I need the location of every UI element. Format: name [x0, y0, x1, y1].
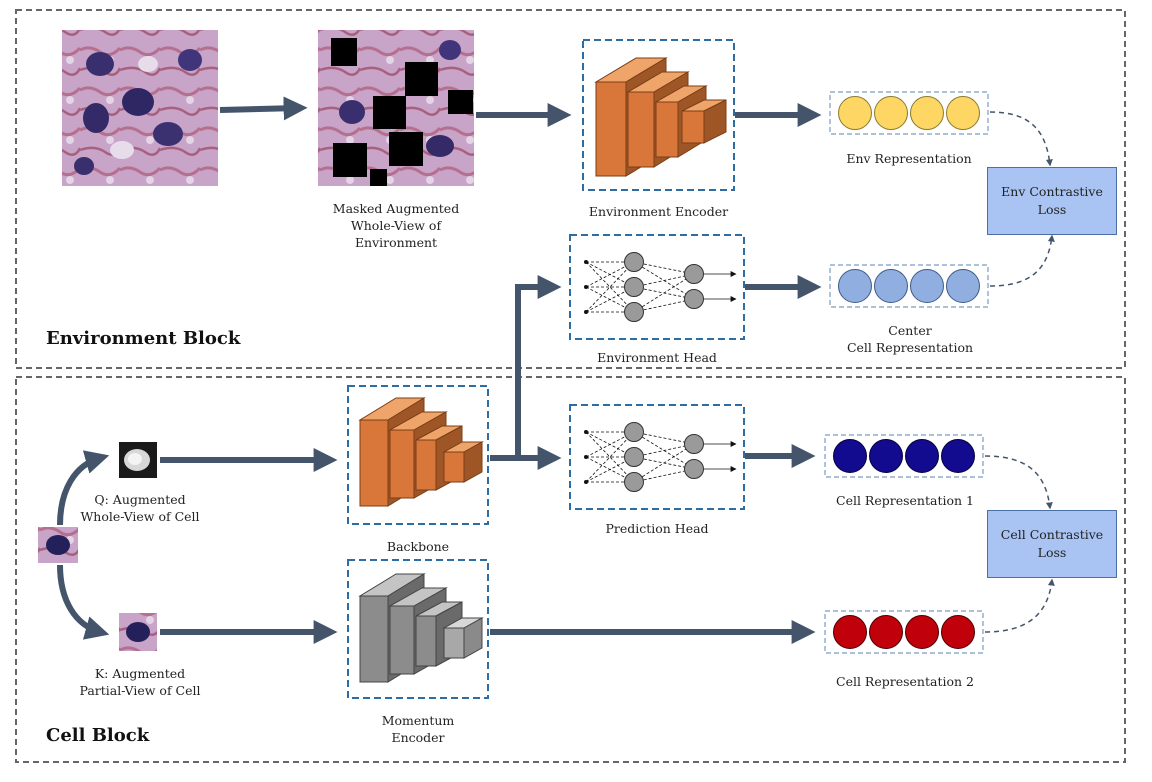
env-representation-unit: [874, 96, 908, 130]
environment-encoder-label: Environment Encoder: [588, 204, 729, 219]
center-representation-box: [829, 264, 989, 308]
prediction-head-nodes: [584, 422, 704, 492]
env-representation-box: [829, 91, 989, 135]
center-representation-unit: [946, 269, 980, 303]
momentum-encoder-icon: [358, 573, 484, 683]
backbone-icon: [358, 397, 484, 507]
backbone-label: Backbone: [386, 539, 450, 554]
cell-block-frame: [15, 376, 1126, 763]
cell-representation-2-unit: [941, 615, 975, 649]
cell-contrastive-loss: Cell Contrastive Loss: [987, 510, 1117, 578]
environment-head-network: [585, 261, 737, 313]
cell-representation-2-unit: [905, 615, 939, 649]
environment-head-nodes: [584, 252, 704, 322]
momentum-encoder-label: Momentum Encoder: [381, 713, 455, 745]
prediction-head-box: [569, 404, 745, 510]
q-view-label: Q: Augmented Whole-View of Cell: [80, 492, 200, 524]
env-contrastive-loss: Env Contrastive Loss: [987, 167, 1117, 235]
cell-representation-1-label: Cell Representation 1: [836, 493, 974, 508]
center-representation-unit: [910, 269, 944, 303]
arrow-env-to-masked: [219, 96, 308, 121]
environment-head-label: Environment Head: [597, 350, 717, 365]
environment-encoder-icon: [594, 57, 727, 177]
cell-representation-1-unit: [905, 439, 939, 473]
k-view-label: K: Augmented Partial-View of Cell: [79, 666, 201, 698]
curve-source-to-q: [57, 450, 110, 526]
cell-block-title: Cell Block: [46, 725, 150, 746]
cell-representation-1-unit: [869, 439, 903, 473]
env-representation-vector: [838, 96, 980, 130]
env-representation-unit: [838, 96, 872, 130]
cell-representation-2-unit: [869, 615, 903, 649]
cell-representation-1-unit: [941, 439, 975, 473]
dashed-center-rep-to-loss: [989, 234, 1055, 287]
environment-head-box: [569, 234, 745, 340]
cell-representation-2-label: Cell Representation 2: [836, 674, 974, 689]
source-cell-image: [38, 527, 78, 563]
environment-block-frame: [15, 9, 1126, 369]
backbone-box: [347, 385, 489, 525]
momentum-encoder-box: [347, 559, 489, 699]
masked-environment-image: [318, 30, 474, 186]
center-representation-unit: [838, 269, 872, 303]
cell-representation-2-box: [824, 610, 984, 654]
dashed-cell-rep-2-to-loss: [984, 578, 1055, 633]
cell-representation-2-unit: [833, 615, 867, 649]
cell-representation-2-vector: [833, 615, 975, 649]
q-cell-image: [119, 442, 157, 478]
env-representation-label: Env Representation: [846, 151, 972, 166]
arrow-backbone-to-envhead: [490, 275, 562, 461]
k-cell-image: [119, 613, 157, 651]
prediction-head-network: [585, 431, 737, 483]
dashed-cell-rep-1-to-loss: [984, 455, 1053, 510]
dashed-env-rep-to-loss: [989, 111, 1053, 167]
cell-representation-1-unit: [833, 439, 867, 473]
center-representation-label: Center Cell Representation: [846, 323, 974, 355]
cell-representation-1-vector: [833, 439, 975, 473]
env-representation-unit: [910, 96, 944, 130]
center-representation-vector: [838, 269, 980, 303]
env-representation-unit: [946, 96, 980, 130]
masked-environment-label-text: Masked Augmented Whole-View of Environme…: [332, 201, 460, 250]
curve-source-to-k: [57, 564, 110, 640]
prediction-head-label: Prediction Head: [605, 521, 709, 536]
center-representation-unit: [874, 269, 908, 303]
environment-image: [62, 30, 218, 186]
masked-environment-label: Masked Augmented Whole-View of Environme…: [318, 200, 474, 251]
environment-block-title: Environment Block: [46, 328, 241, 349]
cell-representation-1-box: [824, 434, 984, 478]
environment-encoder-box: [582, 39, 735, 191]
